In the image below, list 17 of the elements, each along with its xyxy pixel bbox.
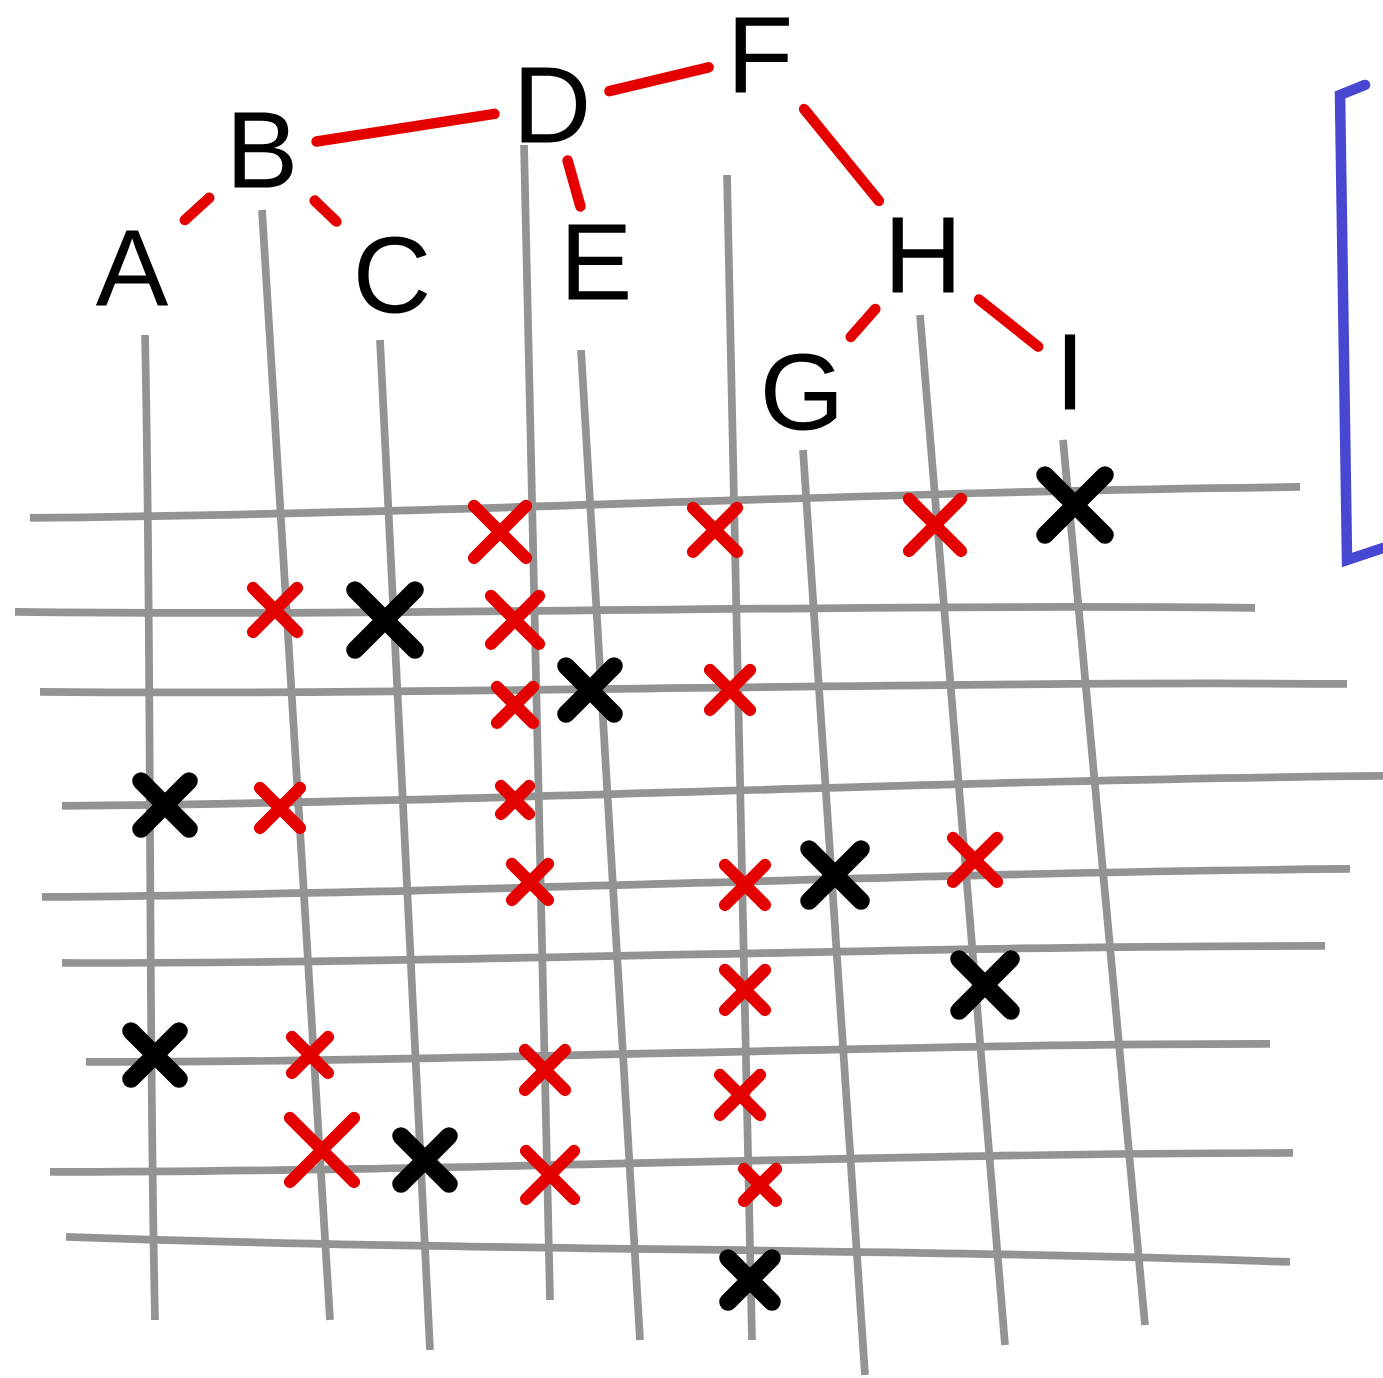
tree-letter: F — [735, 17, 789, 93]
tree-letter: H — [892, 217, 954, 293]
tree-letter: A — [95, 230, 169, 306]
tree-letter: D — [521, 67, 587, 143]
tree-letter: G — [765, 353, 837, 431]
tree-letter: B — [234, 112, 293, 188]
tree-edge — [179, 192, 215, 226]
tree-letter: I — [1064, 334, 1076, 410]
tree-letter: C — [358, 236, 428, 314]
tree-edge — [973, 294, 1044, 352]
tree-edge — [311, 108, 500, 147]
tree-edge — [309, 195, 342, 227]
tree-edge — [845, 303, 881, 343]
tree-edge — [798, 103, 885, 207]
tree-edge — [604, 62, 714, 97]
tree-letter: E — [568, 224, 628, 300]
tree-edge — [562, 155, 586, 212]
